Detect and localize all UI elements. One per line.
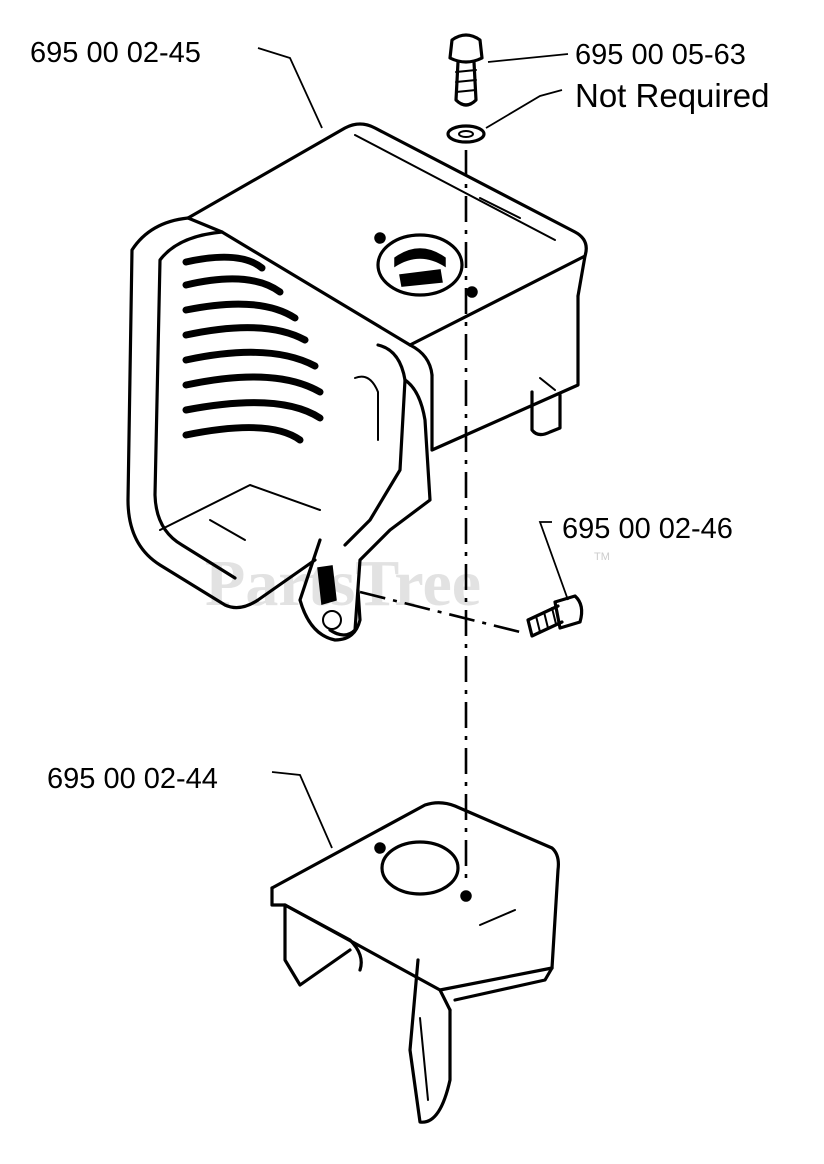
mounting-bracket — [270, 801, 560, 1124]
callout-label-mounting-bracket: 695 00 02-44 — [47, 763, 218, 795]
leader-mounting-bracket — [271, 771, 333, 849]
watermark: PartsTree — [205, 547, 481, 620]
screw — [448, 33, 484, 107]
muffler-guard — [126, 122, 588, 642]
washer — [446, 124, 486, 144]
watermark-trademark: TM — [594, 551, 610, 563]
leader-washer — [485, 89, 563, 129]
leader-bolt — [538, 521, 569, 601]
leader-screw — [487, 53, 569, 63]
leader-muffler-guard — [257, 47, 323, 129]
callout-label-muffler-guard: 695 00 02-45 — [30, 37, 201, 69]
bolt — [526, 594, 584, 638]
cooling-fins — [182, 253, 324, 444]
bolt-axis — [359, 590, 521, 634]
callout-label-bolt: 695 00 02-46 — [562, 513, 733, 545]
callout-label-screw: 695 00 05-63 — [575, 39, 746, 71]
callout-label-washer: Not Required — [575, 77, 769, 114]
